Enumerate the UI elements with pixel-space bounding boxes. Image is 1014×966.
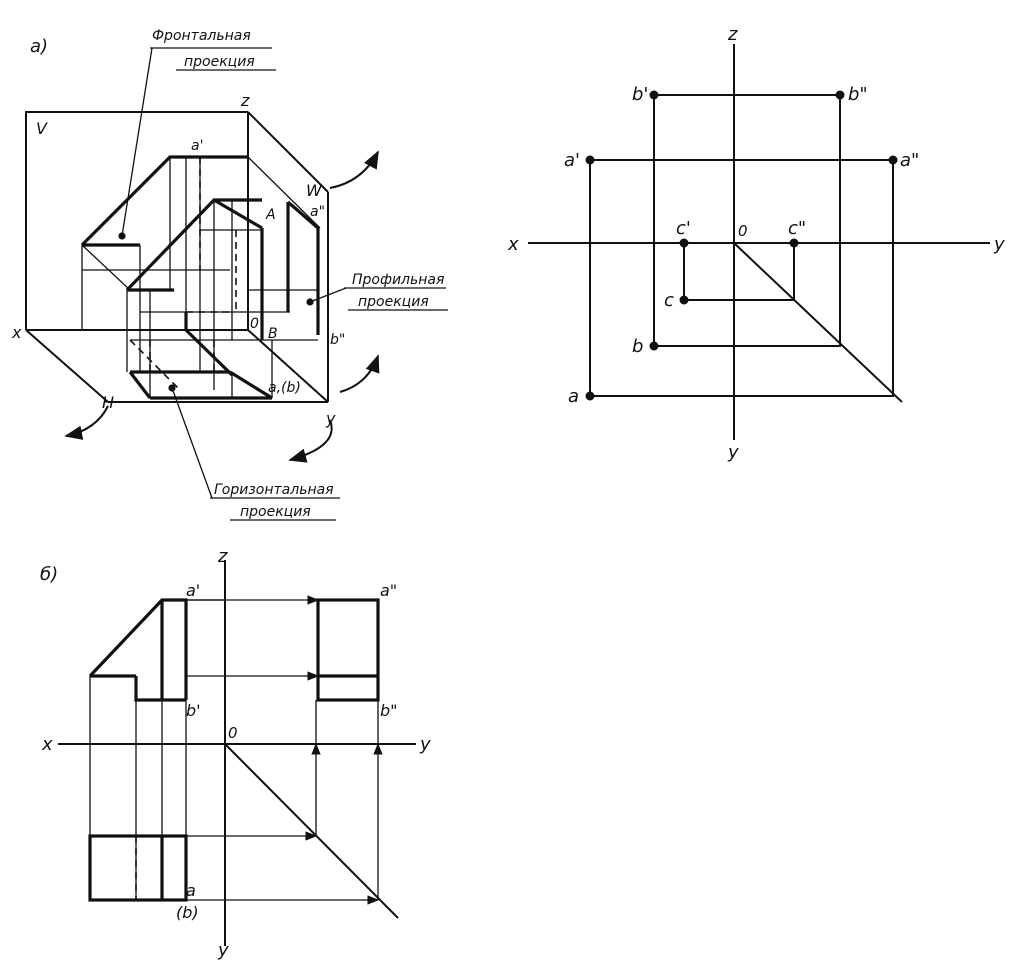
label-a-double-prime: a" [900,150,919,171]
callout-leaders [118,47,448,521]
point-b-dot [649,341,659,351]
c-axis-y-bottom-label: y [727,442,739,463]
rotation-arrow-y2 [339,354,380,393]
label-a: a [568,386,579,407]
side-view [316,598,380,702]
projection-planes-frame [25,111,329,403]
top-view [88,834,188,902]
rotation-arrow-h [64,405,109,440]
point-B-label: B [268,326,278,342]
projection-lines [81,156,321,398]
b-label-b-double-prime: b" [380,701,398,720]
c-axis-x-label: x [507,234,519,255]
plane-v-label: V [36,119,48,138]
label-b-prime: b' [632,84,648,105]
point-a-double-prime-label: a" [310,204,325,220]
diagonal-45-line [733,242,903,403]
b-label-b-prime: b' [186,701,201,720]
front-view [88,598,225,702]
callout-frontal-line1: Фронтальная [152,28,251,44]
c-axis-z-label: z [727,24,738,45]
b-axis-y-bottom-label: y [217,940,229,961]
label-b: b [632,336,643,357]
c-axis-y-right-label: y [993,234,1005,255]
plane-h-label: H [102,393,114,412]
orthographic-view: б) z x y y 0 a' a" b' b" a (b) [40,546,431,961]
plane-w-label: W [306,181,323,200]
point-a-double-prime-dot [888,155,898,165]
point-a-prime-label: a' [191,138,203,154]
b-axis-x-label: x [41,734,53,755]
label-b-double-prime: b" [848,84,868,105]
part-a-letter: а) [30,36,48,57]
label-c-double-prime: c" [788,218,806,239]
point-ab-label: a,(b) [268,380,301,396]
point-c-double-prime-dot [789,238,799,248]
origin-label: 0 [250,316,259,332]
b-label-a: a [186,881,196,900]
rotation-arrow-w [329,150,379,189]
label-c-prime: c' [676,218,691,239]
point-c-connections [683,243,795,301]
label-a-prime: a' [564,150,580,171]
b-label-b-paren: (b) [176,903,199,922]
point-c-dot [679,295,689,305]
rotation-arrows [64,150,380,463]
axis-y-label: y [325,409,336,428]
point-b-prime-dot [649,90,659,100]
point-projection-view: z x y y 0 a a' a" b b' b" c c' c" [507,24,1005,463]
point-b-double-prime-dot [835,90,845,100]
rotation-arrow-y1 [288,419,333,463]
callout-horizontal-line1: Горизонтальная [214,482,334,498]
b-label-a-prime: a' [186,581,200,600]
part-b-letter: б) [40,564,58,585]
callout-profile-line2: проекция [358,294,429,310]
point-A-label: A [265,207,276,223]
callout-profile-line1: Профильная [352,272,444,288]
c-origin-label: 0 [738,222,748,240]
b-label-a-double-prime: a" [380,581,397,600]
point-a-dot [585,391,595,401]
callout-horizontal-line2: проекция [240,504,311,520]
axis-z-label: z [240,91,250,110]
label-c: c [664,290,674,311]
b-diagonal-45-line [224,743,399,919]
callout-frontal-line2: проекция [184,54,255,70]
axis-x-label: x [11,323,22,342]
b-axis-z-label: z [217,546,228,567]
point-b-double-prime-label: b" [330,332,345,348]
b-origin-label: 0 [228,724,238,742]
point-a-prime-dot [585,155,595,165]
point-c-prime-dot [679,238,689,248]
b-axis-y-right-label: y [419,734,431,755]
point-a-connections [589,159,894,397]
isometric-view: а) V H W x y z 0 a' a" b" A B a,(b) Фрон… [11,28,448,521]
